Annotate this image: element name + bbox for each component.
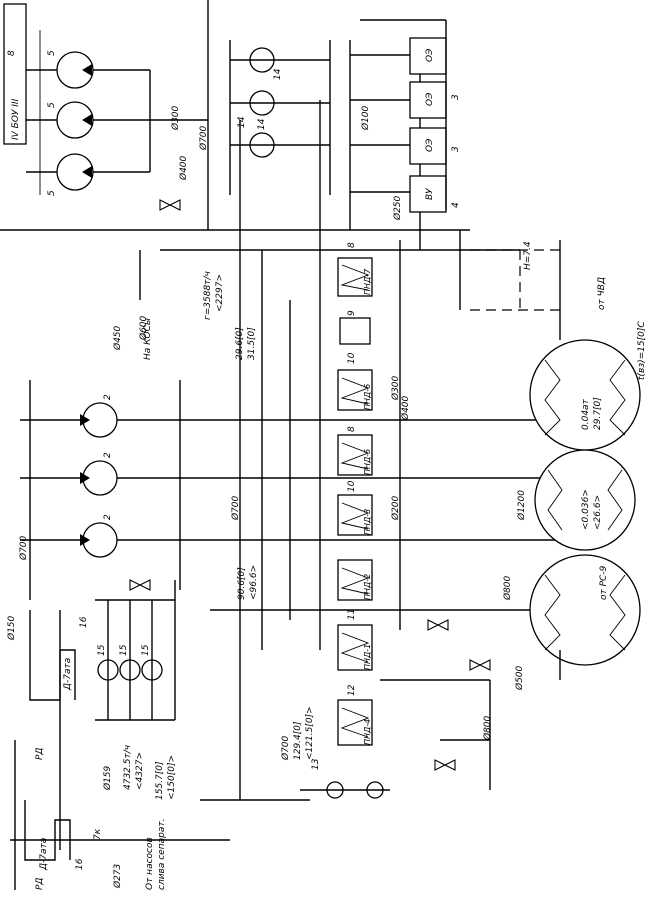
filter-oe-2 (409, 81, 447, 119)
condenser-2 (534, 449, 636, 551)
valve-group (129, 199, 491, 771)
flow-label-2: <2297> (215, 274, 225, 312)
num-label-rd-a: РД (35, 748, 45, 760)
from-rs-label: от РС-9 (599, 565, 609, 600)
filter-label-3: ОЭ (425, 138, 435, 152)
num-label-15a: 15 (97, 644, 107, 656)
deaerator-bottom-label: Д-7ата (39, 838, 49, 871)
num-label-5b: 5 (47, 102, 57, 108)
turbine-label-2b: <26.6> (593, 495, 603, 530)
pipe-label-700-bottom: Ø700 (280, 735, 291, 761)
num-label-rd-b: РД (35, 878, 45, 890)
num-label-14b: 14 (237, 116, 247, 128)
num-label-12: 12 (347, 684, 357, 696)
from-heating-label-2: слива сепарат. (157, 819, 167, 890)
pipe-label-700-low: Ø700 (230, 495, 241, 521)
num-label-8-top: 8 (7, 50, 17, 56)
deaerator-top-label: Д-7ата (63, 658, 73, 691)
pipe-label-800b: Ø800 (482, 715, 493, 741)
heater-label-6: ПНД-6 (363, 384, 372, 410)
pipe-label-1200: Ø1200 (516, 490, 527, 521)
num-label-7k: 7к (93, 828, 103, 840)
temp-label-4: <96.6> (249, 565, 259, 600)
flow-label-3: 4732.5т/ч (123, 745, 133, 790)
num-label-8a: 8 (347, 242, 357, 248)
temp-label-5: 129.4[0] (293, 721, 303, 760)
num-label-4: 4 (451, 202, 461, 208)
heater-label-7: ПНД-7 (363, 268, 372, 295)
flow-label-4: <4327> (135, 752, 145, 790)
tank-box (3, 3, 27, 145)
num-label-5c: 5 (47, 190, 57, 196)
heater-label-5: ПНД-5 (363, 449, 372, 475)
pipe-label-700-mid: Ø700 (198, 125, 209, 151)
num-label-11: 11 (347, 609, 357, 620)
heater-label-1: ПНД-1 (363, 644, 372, 670)
turbine-label-1: 0.04ат (581, 398, 591, 430)
heater-12 (337, 699, 373, 746)
pipe-label-800a: Ø800 (502, 575, 513, 601)
from-heating-label: От насосов (145, 837, 155, 890)
num-label-14a: 14 (273, 68, 283, 80)
num-label-13: 13 (311, 758, 321, 770)
num-label-2a: 2 (103, 394, 113, 400)
num-label-2b: 2 (103, 452, 113, 458)
deaerator-bottom (24, 800, 71, 861)
to-kos-label: На КОСы (143, 318, 153, 360)
pipe-label-450: Ø450 (112, 325, 123, 351)
num-label-14c: 14 (257, 118, 267, 130)
tank-label: IV БОУ III (11, 98, 21, 140)
num-label-5a: 5 (47, 50, 57, 56)
temp-label-7: 155.7[0] (155, 761, 165, 800)
temp-label-3: 90.6[0] (237, 567, 247, 600)
filter-label-1: ОЭ (425, 48, 435, 62)
pipe-label-500: Ø500 (514, 665, 525, 691)
num-label-16b: 16 (75, 858, 85, 870)
num-label-9: 9 (347, 310, 357, 316)
pipe-label-150: Ø150 (6, 615, 17, 641)
num-label-16a: 16 (79, 616, 89, 628)
pipe-label-159: Ø159 (102, 765, 113, 791)
pipe-label-100: Ø100 (360, 105, 371, 131)
outlet-label: t(вз)=15[0]С (637, 321, 647, 380)
pipe-label-250: Ø250 (392, 195, 403, 221)
pipe-label-700-left: Ø700 (18, 535, 29, 561)
pipe-label-200: Ø200 (390, 495, 401, 521)
from-cvd-label: от ЧВД (597, 277, 607, 310)
num-label-2c: 2 (103, 514, 113, 520)
pipe-label-300b: Ø300 (390, 375, 401, 401)
turbine-label-2: <0.036> (581, 489, 591, 530)
num-label-15c: 15 (141, 644, 151, 656)
pipe-label-400-top: Ø400 (178, 155, 189, 181)
pipe-label-273: Ø273 (112, 863, 123, 889)
filter-label-4: ВУ (425, 188, 435, 200)
heater-9 (339, 317, 371, 345)
filter-label-2: ОЭ (425, 92, 435, 106)
pipe-label-300: Ø300 (170, 105, 181, 131)
num-label-15b: 15 (119, 644, 129, 656)
flow-label-1: г=3588т/ч (203, 271, 213, 320)
filter-oe-1 (409, 37, 447, 75)
heater-label-4: ПНД-4 (363, 719, 372, 745)
num-label-3b: 3 (451, 146, 461, 152)
pipe-label-400-right: Ø400 (400, 395, 411, 421)
temp-label-2: 31.5[0] (247, 327, 257, 360)
num-label-3a: 3 (451, 94, 461, 100)
turbine-label-1b: 29.7[0] (593, 397, 603, 430)
pipe-label-600: Ø600 (138, 315, 149, 341)
heater-label-2: ПНД-2 (363, 574, 372, 600)
temp-label-6: <121.5[0]> (305, 706, 315, 760)
temp-label-1: 29.6[0] (235, 327, 245, 360)
num-label-8b: 8 (347, 426, 357, 432)
h-label: H=7.4 (523, 241, 533, 270)
temp-label-8: <150[0]> (167, 755, 177, 800)
num-label-10b: 10 (347, 480, 357, 492)
heater-pnd-1 (337, 624, 373, 671)
heater-label-3: ПНД-3 (363, 509, 372, 535)
num-label-10a: 10 (347, 352, 357, 364)
